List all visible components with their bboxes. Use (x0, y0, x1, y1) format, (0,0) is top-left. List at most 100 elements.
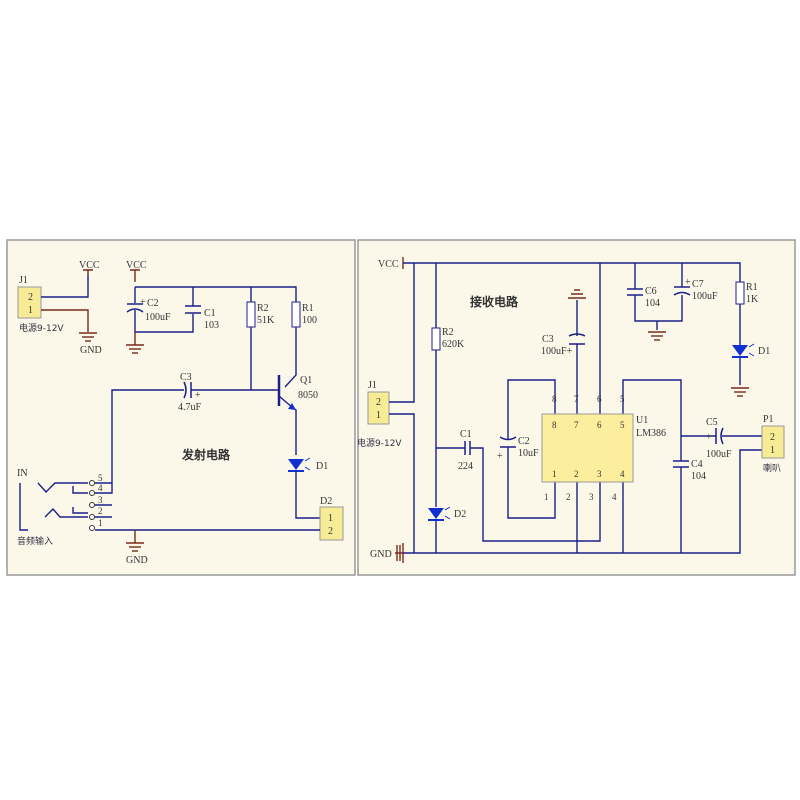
j1-pin2: 2 (28, 292, 33, 303)
c2-plus: + (140, 297, 146, 308)
c1-value: 224 (458, 461, 473, 472)
j1-pin1: 1 (376, 410, 381, 421)
r2-resistor: R2 620K (431, 327, 465, 351)
gnd-label: GND (370, 549, 392, 560)
u1-pin-8: 8 (552, 394, 557, 404)
transmitter-panel: 发射电路 J1 2 1 电源9-12V VCC GND VCC + C2 100… (6, 239, 356, 576)
gnd-label-2: GND (126, 555, 148, 566)
transmitter-title: 发射电路 (181, 447, 231, 462)
r1-resistor: R1 100 (291, 301, 317, 328)
p1-speaker-connector: P1 2 1 喇叭 (761, 414, 785, 474)
u1-pin-5-inner: 5 (620, 420, 625, 430)
u1-pin-6: 6 (597, 394, 602, 404)
u1-pin-7-inner: 7 (574, 420, 579, 430)
q1-value: 8050 (298, 390, 318, 401)
receiver-panel: 接收电路 VCC GND J1 2 1 电源9-12V R2 620K D2 C… (357, 239, 796, 576)
c2-value: 100uF (145, 312, 171, 323)
vcc-label: VCC (378, 259, 399, 270)
d2-led: D2 (427, 506, 466, 521)
j1-pin1: 1 (28, 305, 33, 316)
u1-pin-1-inner: 1 (552, 469, 557, 479)
p1-pin2: 2 (770, 432, 775, 443)
c1-capacitor: C1 224 (458, 429, 473, 472)
c1-ref: C1 (460, 429, 472, 440)
r2-resistor: R2 51K (246, 301, 275, 328)
d1-ref: D1 (758, 346, 770, 357)
jack-pin-3: 3 (98, 495, 103, 505)
receiver-title: 接收电路 (470, 294, 519, 309)
c6-value: 104 (645, 298, 660, 309)
r2-value: 620K (442, 339, 465, 350)
j1-connector: J1 2 1 电源9-12V (17, 275, 64, 334)
c1-value: 103 (204, 320, 219, 331)
c3-value: 100uF+ (541, 346, 573, 357)
u1-lm386-chip: U1 LM386 8 7 6 5 8 7 6 5 1 2 3 4 1 2 3 4 (541, 394, 666, 502)
c3-ref: C3 (542, 334, 554, 345)
jack-pin-2: 2 (98, 506, 103, 516)
j1-ref: J1 (19, 275, 28, 286)
d2-pin2: 2 (328, 526, 333, 537)
d2-ref: D2 (454, 509, 466, 520)
c3-capacitor: C3 100uF+ (541, 333, 586, 357)
vcc-label-2: VCC (126, 260, 147, 271)
u1-pin-2-inner: 2 (574, 469, 579, 479)
q1-transistor: Q1 8050 (277, 375, 318, 455)
c7-value: 100uF (692, 291, 718, 302)
r1-ref: R1 (302, 303, 314, 314)
c5-value: 100uF (706, 449, 732, 460)
d2-connector: D2 1 2 (319, 496, 344, 541)
r1-ref: R1 (746, 282, 758, 293)
r1-resistor: R1 1K (735, 281, 759, 305)
jack-ref: IN (17, 468, 28, 479)
j1-pin2: 2 (376, 397, 381, 408)
c1-capacitor: C1 103 (185, 305, 219, 331)
d1-ref: D1 (316, 461, 328, 472)
c6-ref: C6 (645, 286, 657, 297)
jack-pin-4: 4 (98, 483, 103, 493)
c4-value: 104 (691, 471, 706, 482)
gnd-label: GND (80, 345, 102, 356)
p1-ref: P1 (763, 414, 774, 425)
j1-ref: J1 (368, 380, 377, 391)
c6-capacitor: C6 104 (627, 286, 660, 309)
u1-value: LM386 (636, 428, 666, 439)
c4-capacitor: C4 104 (673, 459, 706, 482)
c4-ref: C4 (691, 459, 703, 470)
c2-value: 10uF (518, 448, 539, 459)
audio-input-jack: IN 5 4 3 2 1 音频输入 (17, 468, 320, 547)
u1-pin-3: 3 (589, 492, 594, 502)
j1-label: 电源9-12V (357, 437, 402, 449)
c2-capacitor: + C2 100uF (126, 297, 171, 323)
u1-pin-8-inner: 8 (552, 420, 557, 430)
j1-label: 电源9-12V (19, 322, 64, 334)
c7-ref: C7 (692, 279, 704, 290)
u1-pin-6-inner: 6 (597, 420, 602, 430)
r2-ref: R2 (257, 303, 269, 314)
jack-pin-5: 5 (98, 473, 103, 483)
d1-led: D1 (731, 343, 770, 358)
c7-capacitor: + C7 100uF (673, 277, 718, 302)
c3-value: 4.7uF (178, 402, 202, 413)
q1-ref: Q1 (300, 375, 312, 386)
d1-led: D1 (287, 457, 328, 472)
jack-pin-1: 1 (98, 518, 103, 528)
p1-label: 喇叭 (763, 462, 781, 474)
d2-ref: D2 (320, 496, 332, 507)
u1-pin-4-inner: 4 (620, 469, 625, 479)
c2-ref: C2 (518, 436, 530, 447)
c7-plus: + (685, 277, 691, 288)
c3-ref: C3 (180, 372, 192, 383)
u1-pin-2: 2 (566, 492, 571, 502)
u1-pin-3-inner: 3 (597, 469, 602, 479)
j1-connector: J1 2 1 电源9-12V (357, 380, 402, 449)
c5-ref: C5 (706, 417, 718, 428)
jack-label: 音频输入 (17, 535, 53, 547)
c2-ref: C2 (147, 298, 159, 309)
u1-pin-1: 1 (544, 492, 549, 502)
p1-pin1: 1 (770, 445, 775, 456)
c2-plus: + (497, 451, 503, 462)
r1-value: 1K (746, 294, 759, 305)
u1-pin-4: 4 (612, 492, 617, 502)
